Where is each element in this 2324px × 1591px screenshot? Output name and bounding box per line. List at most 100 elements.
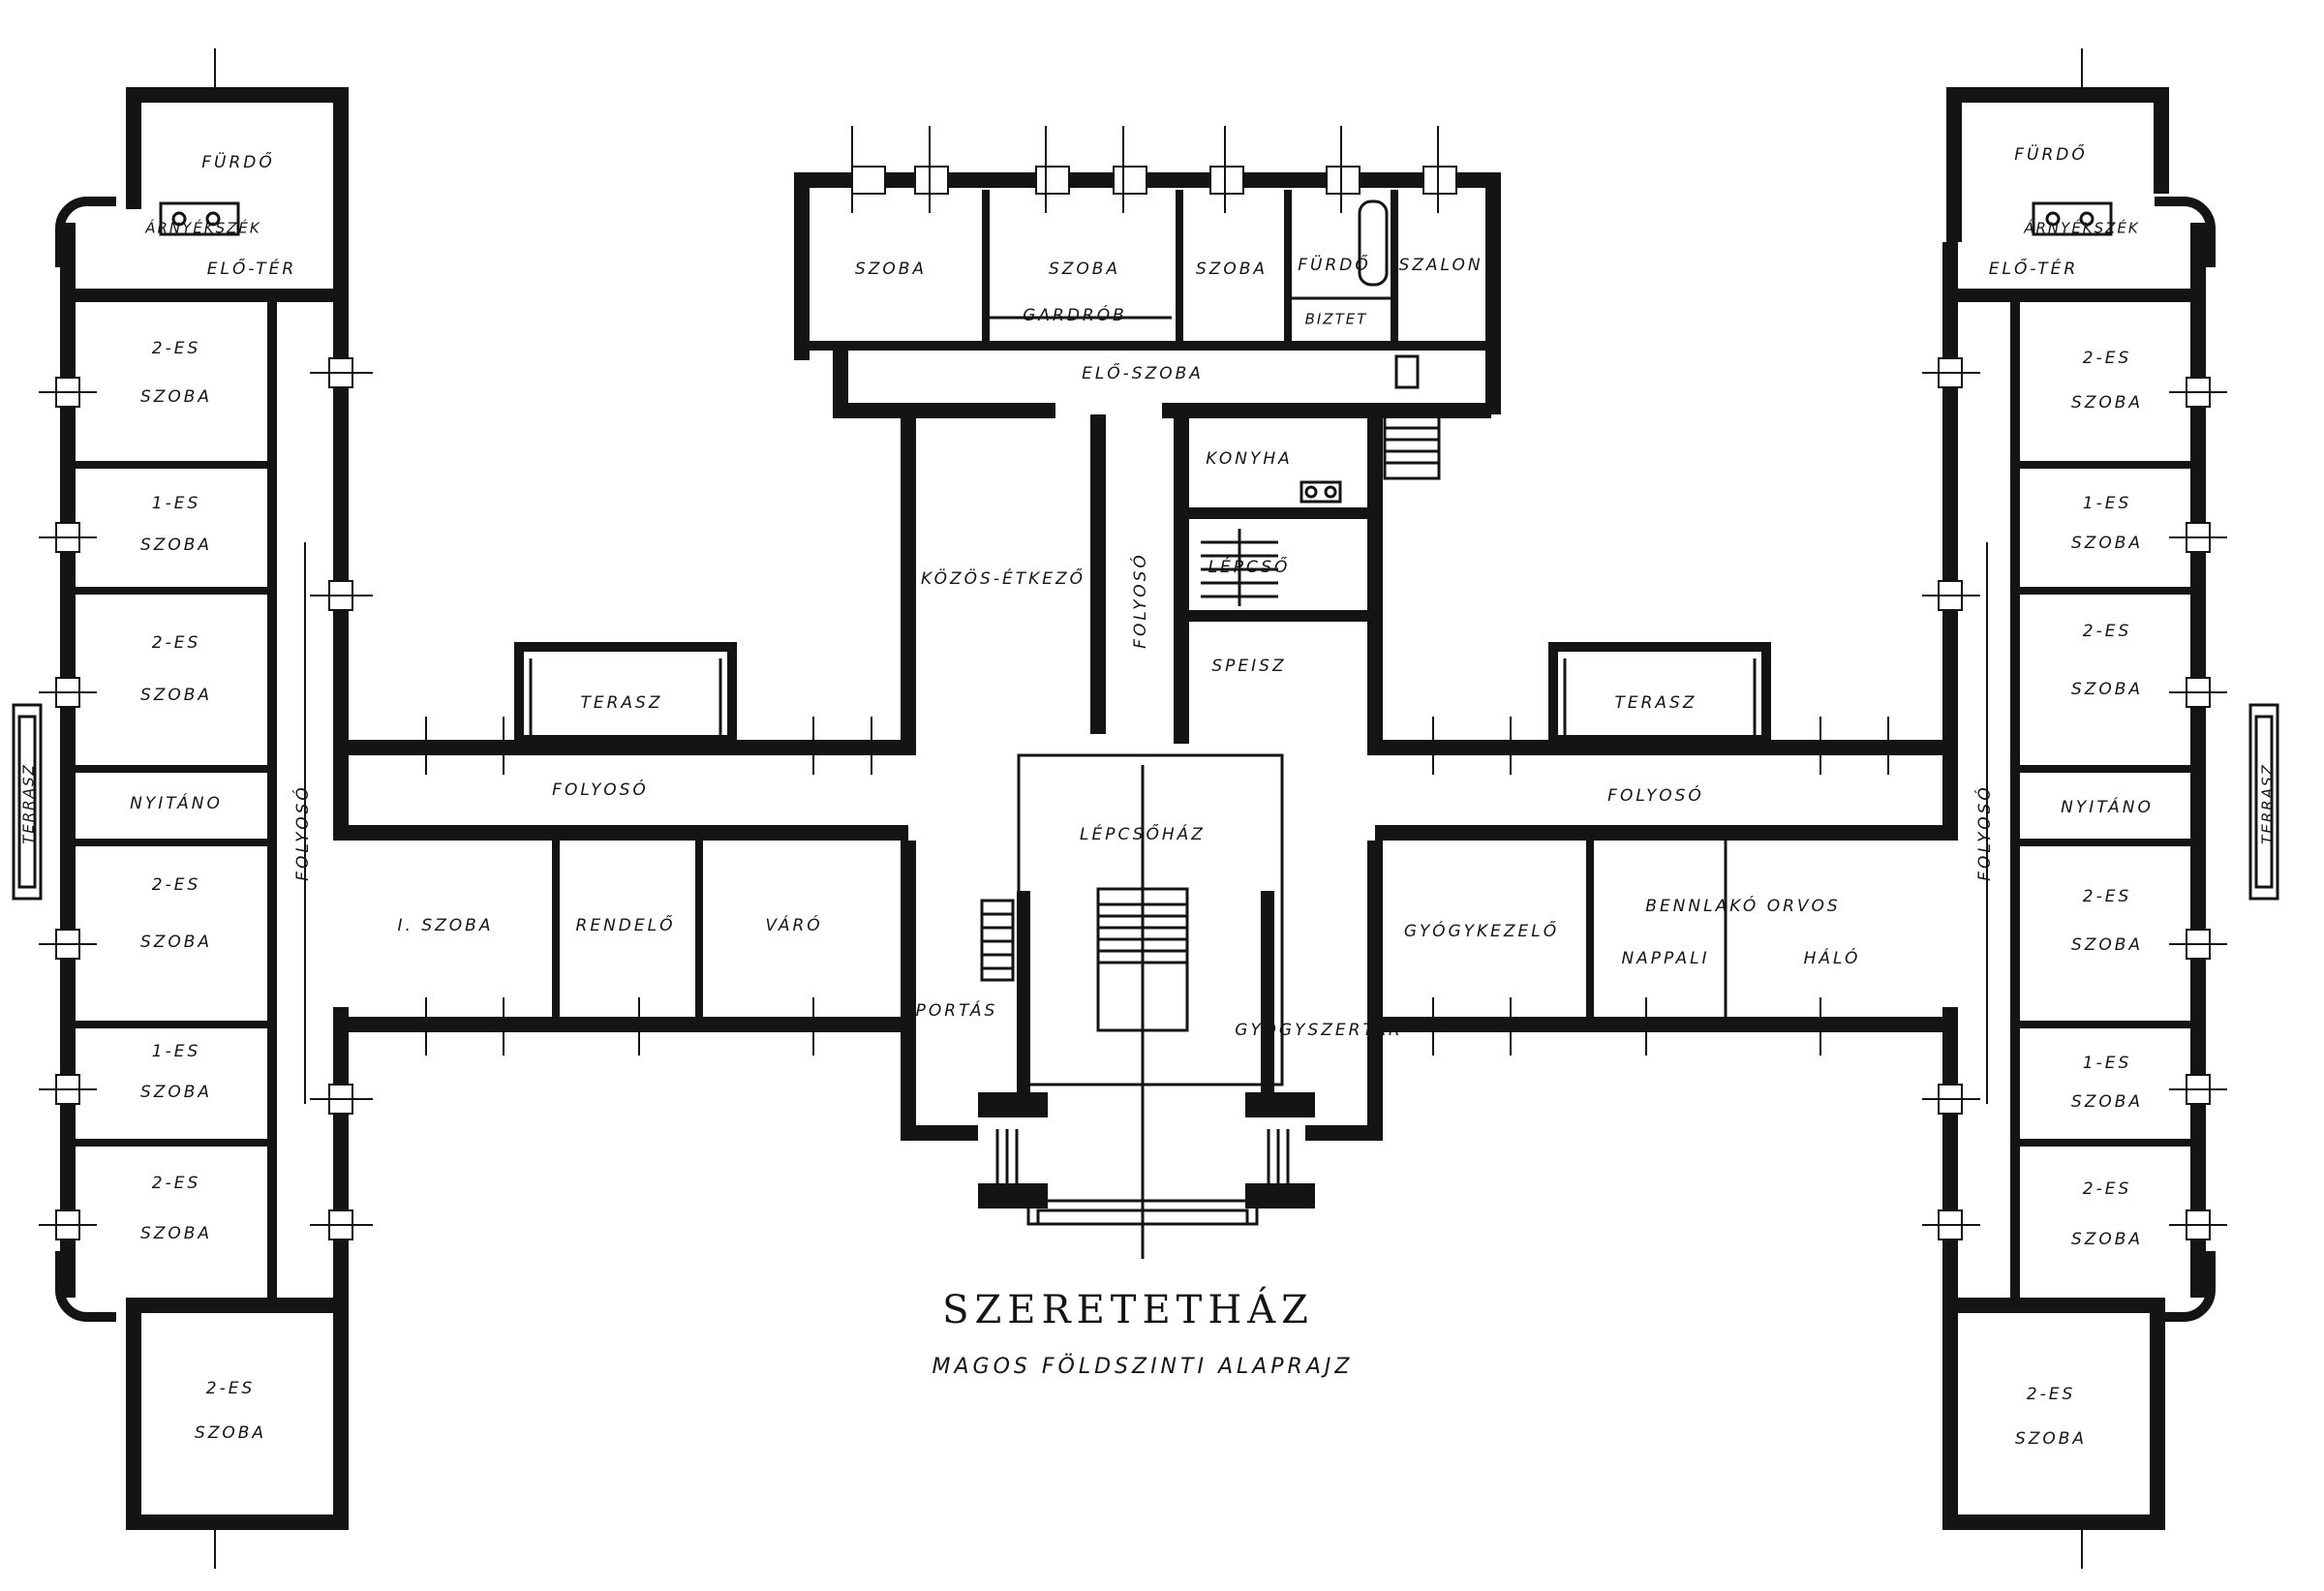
right-bath-walls xyxy=(1946,87,2169,242)
right-room-6-line2: SZOBA xyxy=(2071,1092,2143,1112)
top-divider-4 xyxy=(1391,190,1398,343)
left-divider-5 xyxy=(76,1021,273,1028)
left-room-5-line1: 2-ES xyxy=(152,875,200,895)
left-room-6-line1: 1-ES xyxy=(152,1042,200,1061)
right-room-7-line1: 2-ES xyxy=(2083,1179,2131,1199)
top-divider-2 xyxy=(1176,190,1183,343)
east-block-south-wall xyxy=(1375,1017,1946,1032)
left-divider-2 xyxy=(76,587,273,595)
right-terrace-inner xyxy=(2254,715,2274,889)
right-divider-2 xyxy=(2014,587,2198,595)
stair-bottom-wall xyxy=(1189,610,1369,622)
right-divider-1 xyxy=(2014,461,2198,469)
west-corridor-label: FOLYOSÓ xyxy=(552,779,649,800)
right-room-2-line1: 1-ES xyxy=(2083,494,2131,513)
top-divider-3 xyxy=(1284,190,1292,343)
left-corridor-wall-upper xyxy=(333,242,349,746)
right-tower-bottom xyxy=(2155,1251,2216,1322)
stove-burner-1 xyxy=(1304,485,1318,499)
west-block-south-wall xyxy=(339,1017,908,1032)
pharmacy-west-wall xyxy=(1261,891,1274,1096)
left-bath-label: FÜRDŐ xyxy=(201,151,275,172)
west-block: TERASZ FOLYOSÓ I. SZOBA RENDELŐ VÁRÓ xyxy=(398,642,872,1056)
left-top-wall xyxy=(68,289,349,302)
left-room-2-line2: SZOBA xyxy=(140,535,212,555)
east-doctor-label: BENNLAKÓ ORVOS xyxy=(1645,895,1840,916)
pantry-label: SPEISZ xyxy=(1211,657,1286,676)
right-room-5-line1: 2-ES xyxy=(2083,887,2131,906)
right-wc-2 xyxy=(2079,211,2095,227)
left-corridor-wall-lower xyxy=(333,1007,349,1327)
service-east-wall xyxy=(1367,414,1383,744)
left-rooms-wall xyxy=(267,291,277,1307)
top-block: SZOBA SZOBA SZOBA FÜRDŐ SZALON GARDRÓB B… xyxy=(794,126,1501,480)
east-link-wall xyxy=(1942,740,1958,841)
dining-west-wall xyxy=(901,414,916,744)
left-room-1-line2: SZOBA xyxy=(140,387,212,407)
plan-subtitle: MAGOS FÖLDSZINTI ALAPRAJZ xyxy=(933,1354,1354,1379)
entrance-steps xyxy=(995,1129,1290,1226)
left-room-labels: 2-ES SZOBA 1-ES SZOBA 2-ES SZOBA NYITÁNO… xyxy=(130,339,263,1443)
right-tower-top xyxy=(2155,197,2216,267)
left-toilet-label: ÁRNYÉKSZÉK xyxy=(144,219,261,237)
east-corridor-north-wall xyxy=(1367,740,1946,755)
left-bottom-room-walls xyxy=(126,1298,349,1530)
west-room-2-label: RENDELŐ xyxy=(576,914,676,935)
hall-east-wall xyxy=(1367,841,1383,1141)
right-room-7-line2: SZOBA xyxy=(2071,1230,2143,1249)
top-wardrobe-label: GARDRÓB xyxy=(1023,304,1127,325)
left-room-7-line1: 2-ES xyxy=(152,1174,200,1193)
service-stair-label: LÉPCSŐ xyxy=(1208,556,1291,577)
left-outer-wall xyxy=(60,223,76,1298)
east-corridor-south-wall xyxy=(1375,825,1946,841)
right-corridor-wall-lower xyxy=(1942,1007,1958,1327)
left-room-2-line1: 1-ES xyxy=(152,494,200,513)
left-divider-3 xyxy=(76,765,273,773)
west-room-1-label: I. SZOBA xyxy=(398,916,494,935)
top-steps xyxy=(1383,414,1441,480)
right-rooms-wall xyxy=(2010,291,2020,1307)
east-nurse-label: GYÓGYKEZELŐ xyxy=(1404,920,1559,941)
top-room-1-label: SZOBA xyxy=(855,260,927,279)
right-room-5-line2: SZOBA xyxy=(2071,935,2143,955)
west-divider-2 xyxy=(695,841,703,1019)
left-room-7-line2: SZOBA xyxy=(140,1224,212,1243)
west-divider-1 xyxy=(552,841,560,1019)
top-entry-label: BIZTET xyxy=(1305,311,1368,328)
left-terrace-inner xyxy=(17,715,37,889)
kitchen-bottom-wall xyxy=(1189,507,1369,519)
right-bath-label: FÜRDŐ xyxy=(2014,143,2088,165)
top-salon-label: SZALON xyxy=(1398,256,1483,275)
west-corridor-south-wall xyxy=(339,825,908,841)
top-block-inner-wall xyxy=(810,341,1493,351)
right-room-4-line1: NYITÁNO xyxy=(2061,796,2154,817)
east-terrace-label: TERASZ xyxy=(1614,693,1697,713)
top-bath-label: FÜRDŐ xyxy=(1298,254,1371,275)
left-corridor-label: FOLYOSÓ xyxy=(291,784,313,881)
kitchen-label: KONYHA xyxy=(1206,449,1293,469)
bathtub-icon xyxy=(1358,199,1389,287)
left-divider-4 xyxy=(76,839,273,846)
left-bath-walls xyxy=(126,87,349,242)
left-wc-1 xyxy=(171,211,187,227)
west-terrace-outline xyxy=(514,642,737,745)
right-divider-6 xyxy=(2014,1139,2198,1147)
top-anteroom-bottom-left xyxy=(833,403,1055,418)
right-toilet-fixture xyxy=(2032,201,2113,236)
right-room-8-line1: 2-ES xyxy=(2027,1385,2075,1404)
porch-post-left xyxy=(978,1092,1048,1117)
hall-south-wall-left xyxy=(901,1125,978,1141)
left-anteroom-label: ELŐ-TÉR xyxy=(207,258,296,279)
porter-stair xyxy=(980,899,1015,982)
north-corridor-label: FOLYOSÓ xyxy=(1129,552,1150,649)
porch-post-right xyxy=(1245,1092,1315,1117)
left-room-3-line1: 2-ES xyxy=(152,633,200,653)
stairhall-label: LÉPCSŐHÁZ xyxy=(1080,823,1206,844)
left-wing: FÜRDŐ ÁRNYÉKSZÉK ELŐ-TÉR 2-ES SZOBA 1-ES… xyxy=(12,48,373,1569)
top-room-2-label: SZOBA xyxy=(1049,260,1120,279)
top-anteroom-label: ELŐ-SZOBA xyxy=(1082,362,1204,383)
right-room-labels: 2-ES SZOBA 1-ES SZOBA 2-ES SZOBA NYITÁNO… xyxy=(2015,349,2154,1449)
service-stair xyxy=(1201,529,1278,606)
right-room-3-line1: 2-ES xyxy=(2083,622,2131,641)
dining-label: KÖZÖS-ÉTKEZŐ xyxy=(921,567,1086,589)
